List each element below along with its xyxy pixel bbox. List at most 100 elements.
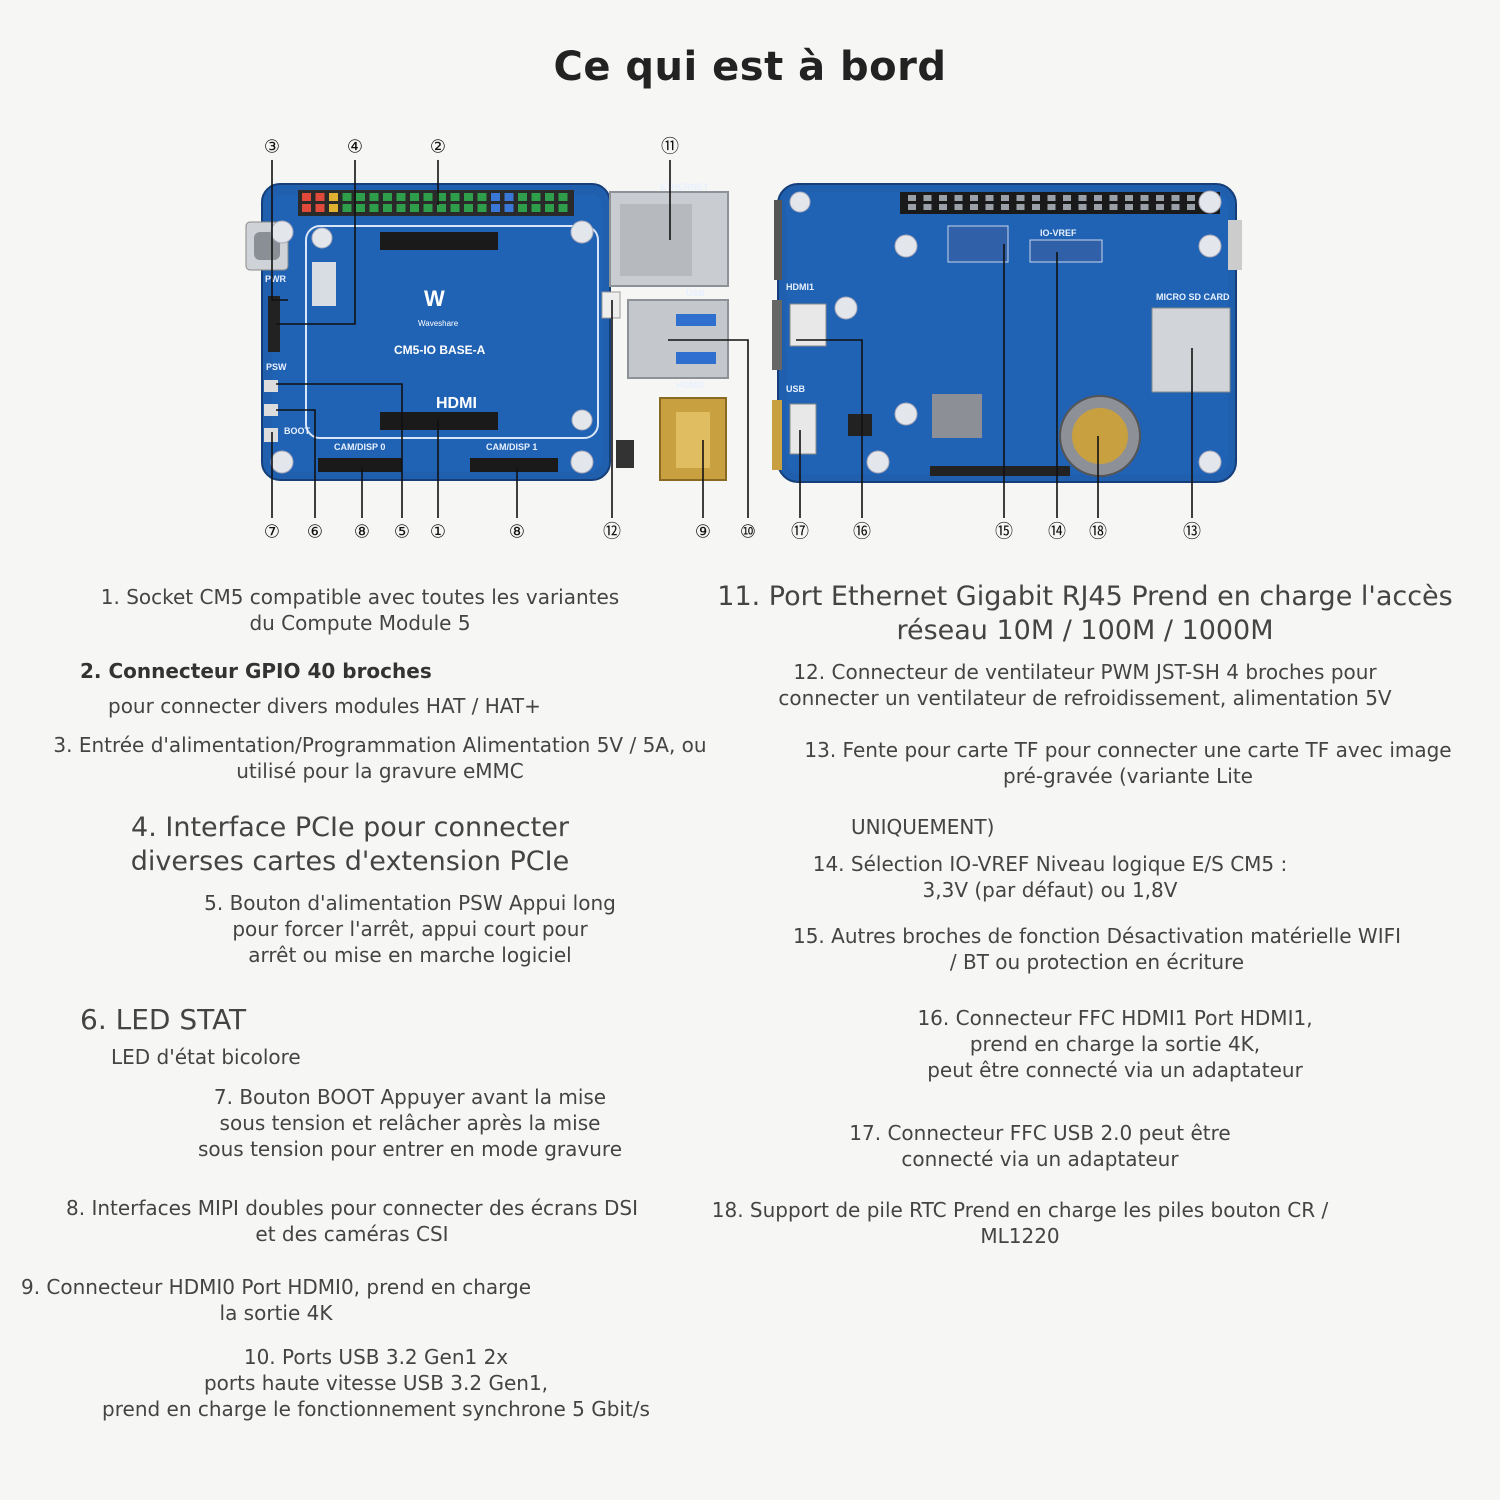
back-gpio-pins	[900, 192, 1220, 214]
gpio-pin	[369, 193, 379, 201]
gpio-pin	[437, 204, 446, 212]
gpio-pin	[423, 193, 433, 201]
callout-10: ⑩	[740, 522, 756, 543]
back-gpio-pin	[1047, 204, 1056, 210]
back-gpio-pin	[985, 195, 994, 201]
gpio-pin	[342, 204, 352, 212]
gpio-pin	[329, 193, 338, 201]
desc-16: 16. Connecteur FFC HDMI1 Port HDMI1, pre…	[917, 1006, 1313, 1082]
gpio-pin	[315, 204, 325, 212]
callout-2: ②	[430, 137, 446, 158]
back-gpio-pin	[1016, 204, 1025, 210]
gpio-pin	[410, 193, 419, 201]
desc-6-body: LED d'état bicolore	[111, 1045, 301, 1069]
gpio-pin	[518, 204, 527, 212]
gpio-pin	[396, 193, 406, 201]
back-gpio-pin	[1094, 204, 1102, 210]
cam0-label: CAM/DISP 0	[334, 442, 385, 452]
gpio-pin	[396, 204, 406, 212]
micro-sd-label: MICRO SD CARD	[1156, 292, 1230, 302]
desc-7: 7. Bouton BOOT Appuyer avant la mise sou…	[197, 1085, 623, 1161]
hdmi0-label: HDMI0	[676, 380, 704, 390]
boot-button	[264, 428, 278, 442]
gpio-pin	[558, 204, 568, 212]
back-gpio-pin	[1063, 195, 1071, 201]
gpio-pin	[356, 193, 365, 201]
back-board: IO-VREF HDMI1 USB MICRO SD CARD	[772, 183, 1242, 483]
ethernet-label: ETHERNET	[660, 182, 709, 192]
gpio-pin	[545, 204, 554, 212]
back-gpio-pin	[908, 195, 916, 201]
back-gpio-pin	[1047, 195, 1056, 201]
desc-2-body: pour connecter divers modules HAT / HAT+	[108, 694, 541, 718]
cm5-socket-bottom	[380, 412, 498, 430]
fan-connector	[601, 291, 621, 319]
model-label: CM5-IO BASE-A	[394, 343, 486, 357]
callout-18: ⑱	[1089, 522, 1107, 543]
desc-5: 5. Bouton d'alimentation PSW Appui long …	[204, 891, 616, 967]
usb-label: USB	[686, 288, 706, 298]
back-gpio-pin	[985, 204, 994, 210]
cam1-connector	[470, 458, 558, 472]
back-gpio-pin	[1156, 195, 1164, 201]
callout-8b: ⑧	[509, 522, 525, 543]
desc-2-title: 2. Connecteur GPIO 40 broches	[80, 659, 432, 683]
gpio-pin	[437, 193, 446, 201]
psw-label: PSW	[266, 362, 287, 372]
desc-11: 11. Port Ethernet Gigabit RJ45 Prend en …	[717, 581, 1453, 646]
gpio-pin	[477, 193, 487, 201]
gpio-pin	[329, 204, 338, 212]
callout-17: ⑰	[791, 522, 809, 543]
callout-15: ⑮	[995, 522, 1013, 543]
gpio-pin	[342, 193, 352, 201]
gpio-pin	[369, 204, 379, 212]
back-gpio-pin	[939, 195, 947, 201]
gpio-pin	[383, 193, 392, 201]
usb3-ports	[627, 299, 729, 379]
callout-12: ⑫	[603, 522, 621, 543]
psw-button	[264, 380, 278, 392]
brand-label: Waveshare	[418, 319, 459, 328]
gpio-pin	[504, 193, 514, 201]
desc-8: 8. Interfaces MIPI doubles pour connecte…	[66, 1196, 638, 1246]
back-gpio-pin	[1187, 195, 1195, 201]
tf-card-slot	[1151, 307, 1231, 393]
back-gpio-pin	[1140, 204, 1149, 210]
back-gpio-pin	[1032, 204, 1040, 210]
gpio-pin	[315, 193, 325, 201]
gpio-pin	[464, 204, 473, 212]
callout-numbers: ③ ④ ② ⑪ ⑦ ⑥ ⑧ ⑤ ① ⑧ ⑫ ⑨ ⑩ ⑰ ⑯ ⑮ ⑭ ⑱ ⑬	[264, 137, 1201, 543]
back-gpio-pin	[1109, 195, 1118, 201]
back-gpio-pin	[1171, 195, 1180, 201]
hdmi1-label: HDMI1	[786, 282, 814, 292]
desc-3: 3. Entrée d'alimentation/Programmation A…	[53, 733, 707, 783]
gpio-pin	[477, 204, 487, 212]
gpio-pin	[558, 193, 568, 201]
pcie-connector	[312, 262, 336, 306]
hdmi-logo: HDMI	[436, 395, 477, 412]
desc-10: 10. Ports USB 3.2 Gen1 2x ports haute vi…	[102, 1345, 650, 1421]
back-gpio-pin	[923, 204, 932, 210]
inductor	[932, 394, 982, 438]
back-gpio-pin	[970, 195, 978, 201]
callout-1: ①	[430, 522, 446, 543]
gpio-pin	[383, 204, 392, 212]
board-diagram: PWR W Waveshare CM5-IO BASE-A HDMI CAM/D…	[245, 137, 1242, 543]
gpio-pin	[504, 204, 514, 212]
back-gpio-pin	[939, 204, 947, 210]
leader-lines	[271, 160, 1193, 518]
gpio-pin	[531, 193, 541, 201]
back-gpio-pin	[1094, 195, 1102, 201]
cam1-label: CAM/DISP 1	[486, 442, 537, 452]
boot-label: BOOT	[284, 426, 311, 436]
gpio-pin	[464, 193, 473, 201]
back-gpio-pin	[1125, 204, 1133, 210]
back-gpio-pin	[1063, 204, 1071, 210]
callout-6: ⑥	[307, 522, 323, 543]
callout-16: ⑯	[853, 522, 871, 543]
back-gpio-pin	[1187, 204, 1195, 210]
gpio-pin	[302, 193, 311, 201]
usb-back-label: USB	[786, 384, 806, 394]
back-gpio-pin	[1140, 195, 1149, 201]
gpio-pin	[518, 193, 527, 201]
